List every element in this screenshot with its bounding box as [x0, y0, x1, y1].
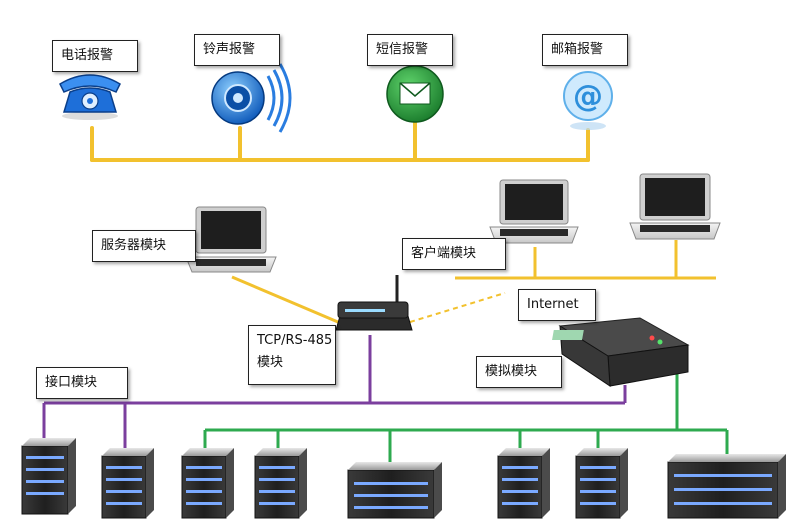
server-tower-1-icon [21, 438, 76, 515]
server-tower-3-icon [181, 448, 234, 519]
tcp-module-label: TCP/RS-485 模块 [248, 325, 336, 385]
interface-module-label: 接口模块 [36, 367, 128, 399]
server-tower-4-icon [254, 448, 307, 519]
tcp-module-line-2: 模块 [257, 355, 284, 370]
server-tower-5-icon [497, 448, 550, 519]
server-wide-1-icon [347, 462, 442, 519]
server-module-label: 服务器模块 [92, 230, 196, 262]
server-wide-2-icon [667, 454, 786, 519]
internet-link [409, 292, 506, 323]
sms-alarm-label: 短信报警 [367, 34, 453, 66]
analog-module-device-icon [552, 317, 690, 387]
envelope-icon [386, 65, 444, 123]
tcp-module-line-1: TCP/RS-485 [257, 333, 333, 348]
server-laptop-icon [185, 206, 277, 273]
email-alarm-label: 邮箱报警 [542, 34, 628, 66]
phone-alarm-label: 电话报警 [52, 40, 138, 72]
ring-alarm-label: 铃声报警 [194, 34, 280, 66]
client-bus [455, 240, 716, 280]
server-tower-6-icon [575, 448, 628, 519]
svg-text:@: @ [573, 79, 603, 114]
client-laptop-1-icon [489, 179, 579, 244]
interface-bus [42, 335, 627, 455]
server-link [231, 275, 346, 327]
phone-icon [59, 74, 121, 120]
client-module-label: 客户端模块 [402, 238, 506, 270]
client-laptop-2-icon [629, 173, 721, 240]
internet-label: Internet [518, 289, 596, 321]
server-tower-2-icon [101, 448, 154, 519]
analog-module-label: 模拟模块 [476, 356, 562, 388]
router-icon [335, 275, 413, 331]
alarm-bus [90, 116, 590, 162]
speaker-icon [211, 63, 292, 133]
email-at-icon: @ [563, 71, 613, 130]
